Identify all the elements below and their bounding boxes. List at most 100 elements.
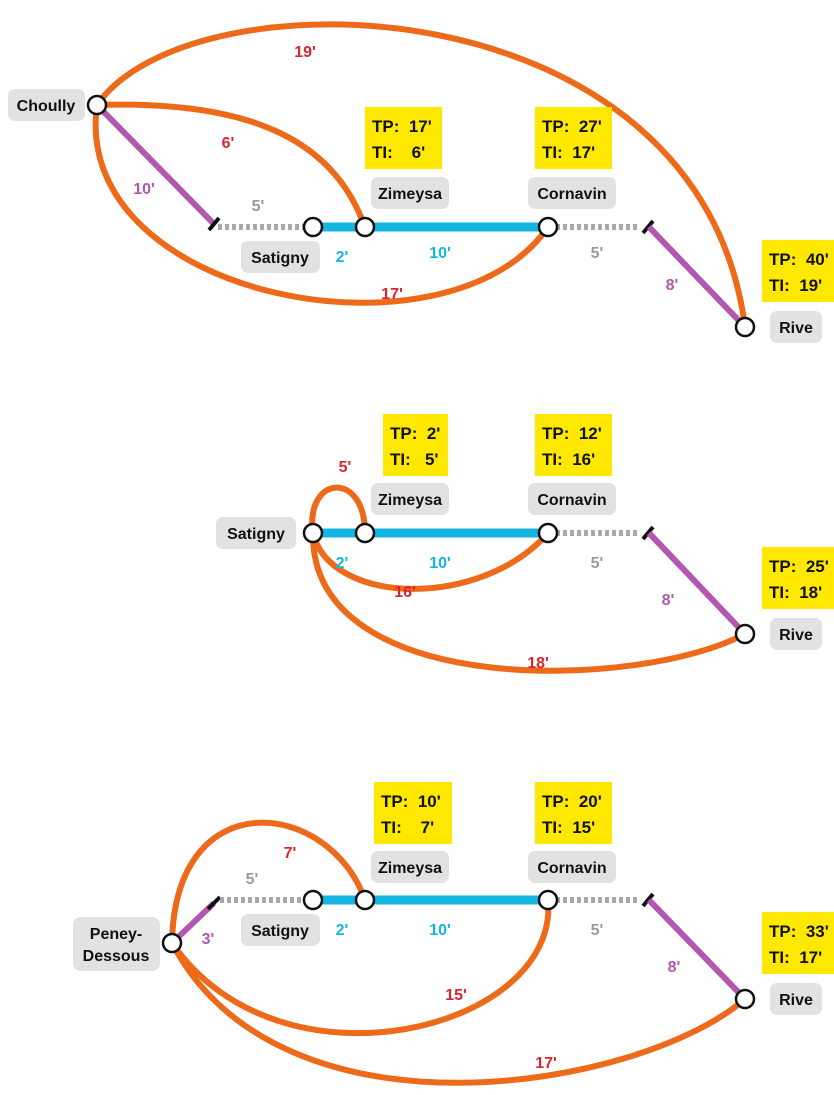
svg-text:TP: 12': TP: 12' — [542, 424, 602, 443]
svg-text:TI: 15': TI: 15' — [542, 818, 595, 837]
station-dot-satigny — [302, 889, 324, 911]
station-dot-choully — [86, 94, 108, 116]
time-label-bus-west: 3' — [202, 931, 215, 948]
info-box-cornavin: TP: 20' TI: 15' — [535, 782, 612, 844]
svg-text:Rive: Rive — [779, 320, 813, 337]
svg-text:TI: 16': TI: 16' — [542, 450, 595, 469]
station-dot-cornavin — [537, 889, 559, 911]
route-choully-zimeysa — [94, 101, 368, 230]
time-label-walk-west: 5' — [252, 198, 265, 215]
time-label-bus-east: 8' — [666, 277, 679, 294]
route-peney-cornavin — [169, 897, 552, 1037]
panel-choully: Choully Satigny Zimeysa Cornavin Rive TP… — [8, 21, 834, 343]
station-label-rive: Rive — [770, 311, 822, 343]
info-box-rive: TP: 25' TI: 18' — [762, 547, 834, 609]
station-label-satigny: Satigny — [216, 517, 296, 549]
time-label-walk-east: 5' — [591, 245, 604, 262]
station-dot-zimeysa — [354, 889, 376, 911]
svg-text:TI: 19': TI: 19' — [769, 276, 822, 295]
svg-text:TI: 17': TI: 17' — [769, 948, 822, 967]
station-dot-cornavin — [537, 522, 559, 544]
station-dot-zimeysa — [354, 522, 376, 544]
svg-text:TI: 5': TI: 5' — [390, 450, 438, 469]
station-label-cornavin: Cornavin — [528, 177, 616, 209]
route-choully-rive — [94, 21, 748, 330]
bus-line-rive — [646, 224, 748, 330]
svg-text:TI: 17': TI: 17' — [542, 143, 595, 162]
route-choully-cornavin — [92, 102, 551, 306]
time-label-route-rive: 17' — [535, 1055, 557, 1072]
time-label-tram-zimeysa-cornavin: 10' — [429, 555, 451, 572]
svg-text:Dessous: Dessous — [83, 948, 150, 965]
svg-text:TP: 10': TP: 10' — [381, 792, 441, 811]
station-dot-cornavin — [537, 216, 559, 238]
time-label-tram-zimeysa-cornavin: 10' — [429, 922, 451, 939]
time-label-bus-west: 10' — [133, 181, 155, 198]
svg-text:Rive: Rive — [779, 992, 813, 1009]
time-label-tram-satigny-zimeysa: 2' — [336, 249, 349, 266]
svg-text:Choully: Choully — [17, 98, 76, 115]
time-label-walk-east: 5' — [591, 555, 604, 572]
bus-line-rive-hidden — [649, 861, 745, 900]
svg-text:TP: 40': TP: 40' — [769, 250, 829, 269]
station-dot-satigny — [302, 522, 324, 544]
station-label-choully: Choully — [8, 89, 85, 121]
svg-text:TI: 18': TI: 18' — [769, 583, 822, 602]
route-peney-zimeysa — [169, 819, 368, 946]
svg-text:Cornavin: Cornavin — [537, 492, 606, 509]
time-label-route-rive: 19' — [294, 44, 316, 61]
svg-text:TP: 20': TP: 20' — [542, 792, 602, 811]
route-satigny-zimeysa — [309, 484, 368, 536]
time-label-tram-zimeysa-cornavin: 10' — [429, 245, 451, 262]
panel-peney-dessous: Peney- Dessous Satigny Zimeysa Cornavin … — [73, 782, 834, 1086]
svg-text:Cornavin: Cornavin — [537, 860, 606, 877]
station-label-satigny: Satigny — [241, 241, 320, 273]
time-label-route-zimeysa: 6' — [222, 135, 235, 152]
info-box-cornavin: TP: 12' TI: 16' — [535, 414, 612, 476]
svg-text:Peney-: Peney- — [90, 926, 142, 943]
station-label-peney-dessous: Peney- Dessous — [73, 917, 160, 971]
svg-text:TP: 2': TP: 2' — [390, 424, 440, 443]
route-peney-rive — [169, 940, 748, 1086]
svg-text:Satigny: Satigny — [227, 526, 285, 543]
time-label-bus-east: 8' — [668, 959, 681, 976]
station-dot-rive — [734, 316, 756, 338]
station-label-cornavin: Cornavin — [528, 483, 616, 515]
svg-text:TI: 6': TI: 6' — [372, 143, 425, 162]
time-label-route-cornavin: 15' — [445, 987, 467, 1004]
route-satigny-cornavin — [310, 530, 551, 592]
time-label-walk-east: 5' — [591, 922, 604, 939]
svg-text:Cornavin: Cornavin — [537, 186, 606, 203]
station-label-zimeysa: Zimeysa — [371, 177, 449, 209]
station-label-rive: Rive — [770, 618, 822, 650]
panel-satigny: Satigny Zimeysa Cornavin Rive TP: 2' TI:… — [216, 414, 834, 674]
bus-terminal-tick — [641, 219, 655, 235]
svg-text:TI: 7': TI: 7' — [381, 818, 434, 837]
svg-text:TP: 17': TP: 17' — [372, 117, 432, 136]
bus-line-rive — [646, 897, 748, 1002]
time-label-tram-satigny-zimeysa: 2' — [336, 555, 349, 572]
station-label-satigny: Satigny — [241, 914, 320, 946]
time-label-bus-east: 8' — [662, 592, 675, 609]
svg-text:Zimeysa: Zimeysa — [378, 492, 442, 509]
station-dot-zimeysa — [354, 216, 376, 238]
station-dot-rive — [734, 988, 756, 1010]
time-label-route-zimeysa: 5' — [339, 459, 352, 476]
svg-text:TP: 27': TP: 27' — [542, 117, 602, 136]
svg-text:Satigny: Satigny — [251, 250, 309, 267]
route-satigny-rive — [309, 530, 748, 674]
info-box-zimeysa: TP: 2' TI: 5' — [383, 414, 448, 476]
svg-text:Zimeysa: Zimeysa — [378, 186, 442, 203]
time-label-tram-satigny-zimeysa: 2' — [336, 922, 349, 939]
station-label-cornavin: Cornavin — [528, 851, 616, 883]
station-dot-satigny — [302, 216, 324, 238]
bus-terminal-tick — [206, 895, 222, 911]
time-label-route-rive: 18' — [527, 655, 549, 672]
time-label-route-cornavin: 16' — [394, 584, 416, 601]
station-label-zimeysa: Zimeysa — [371, 483, 449, 515]
svg-text:TP: 33': TP: 33' — [769, 922, 829, 941]
bus-terminal-tick — [641, 525, 655, 541]
time-label-route-zimeysa: 7' — [284, 845, 297, 862]
time-label-walk-west: 5' — [246, 871, 259, 888]
